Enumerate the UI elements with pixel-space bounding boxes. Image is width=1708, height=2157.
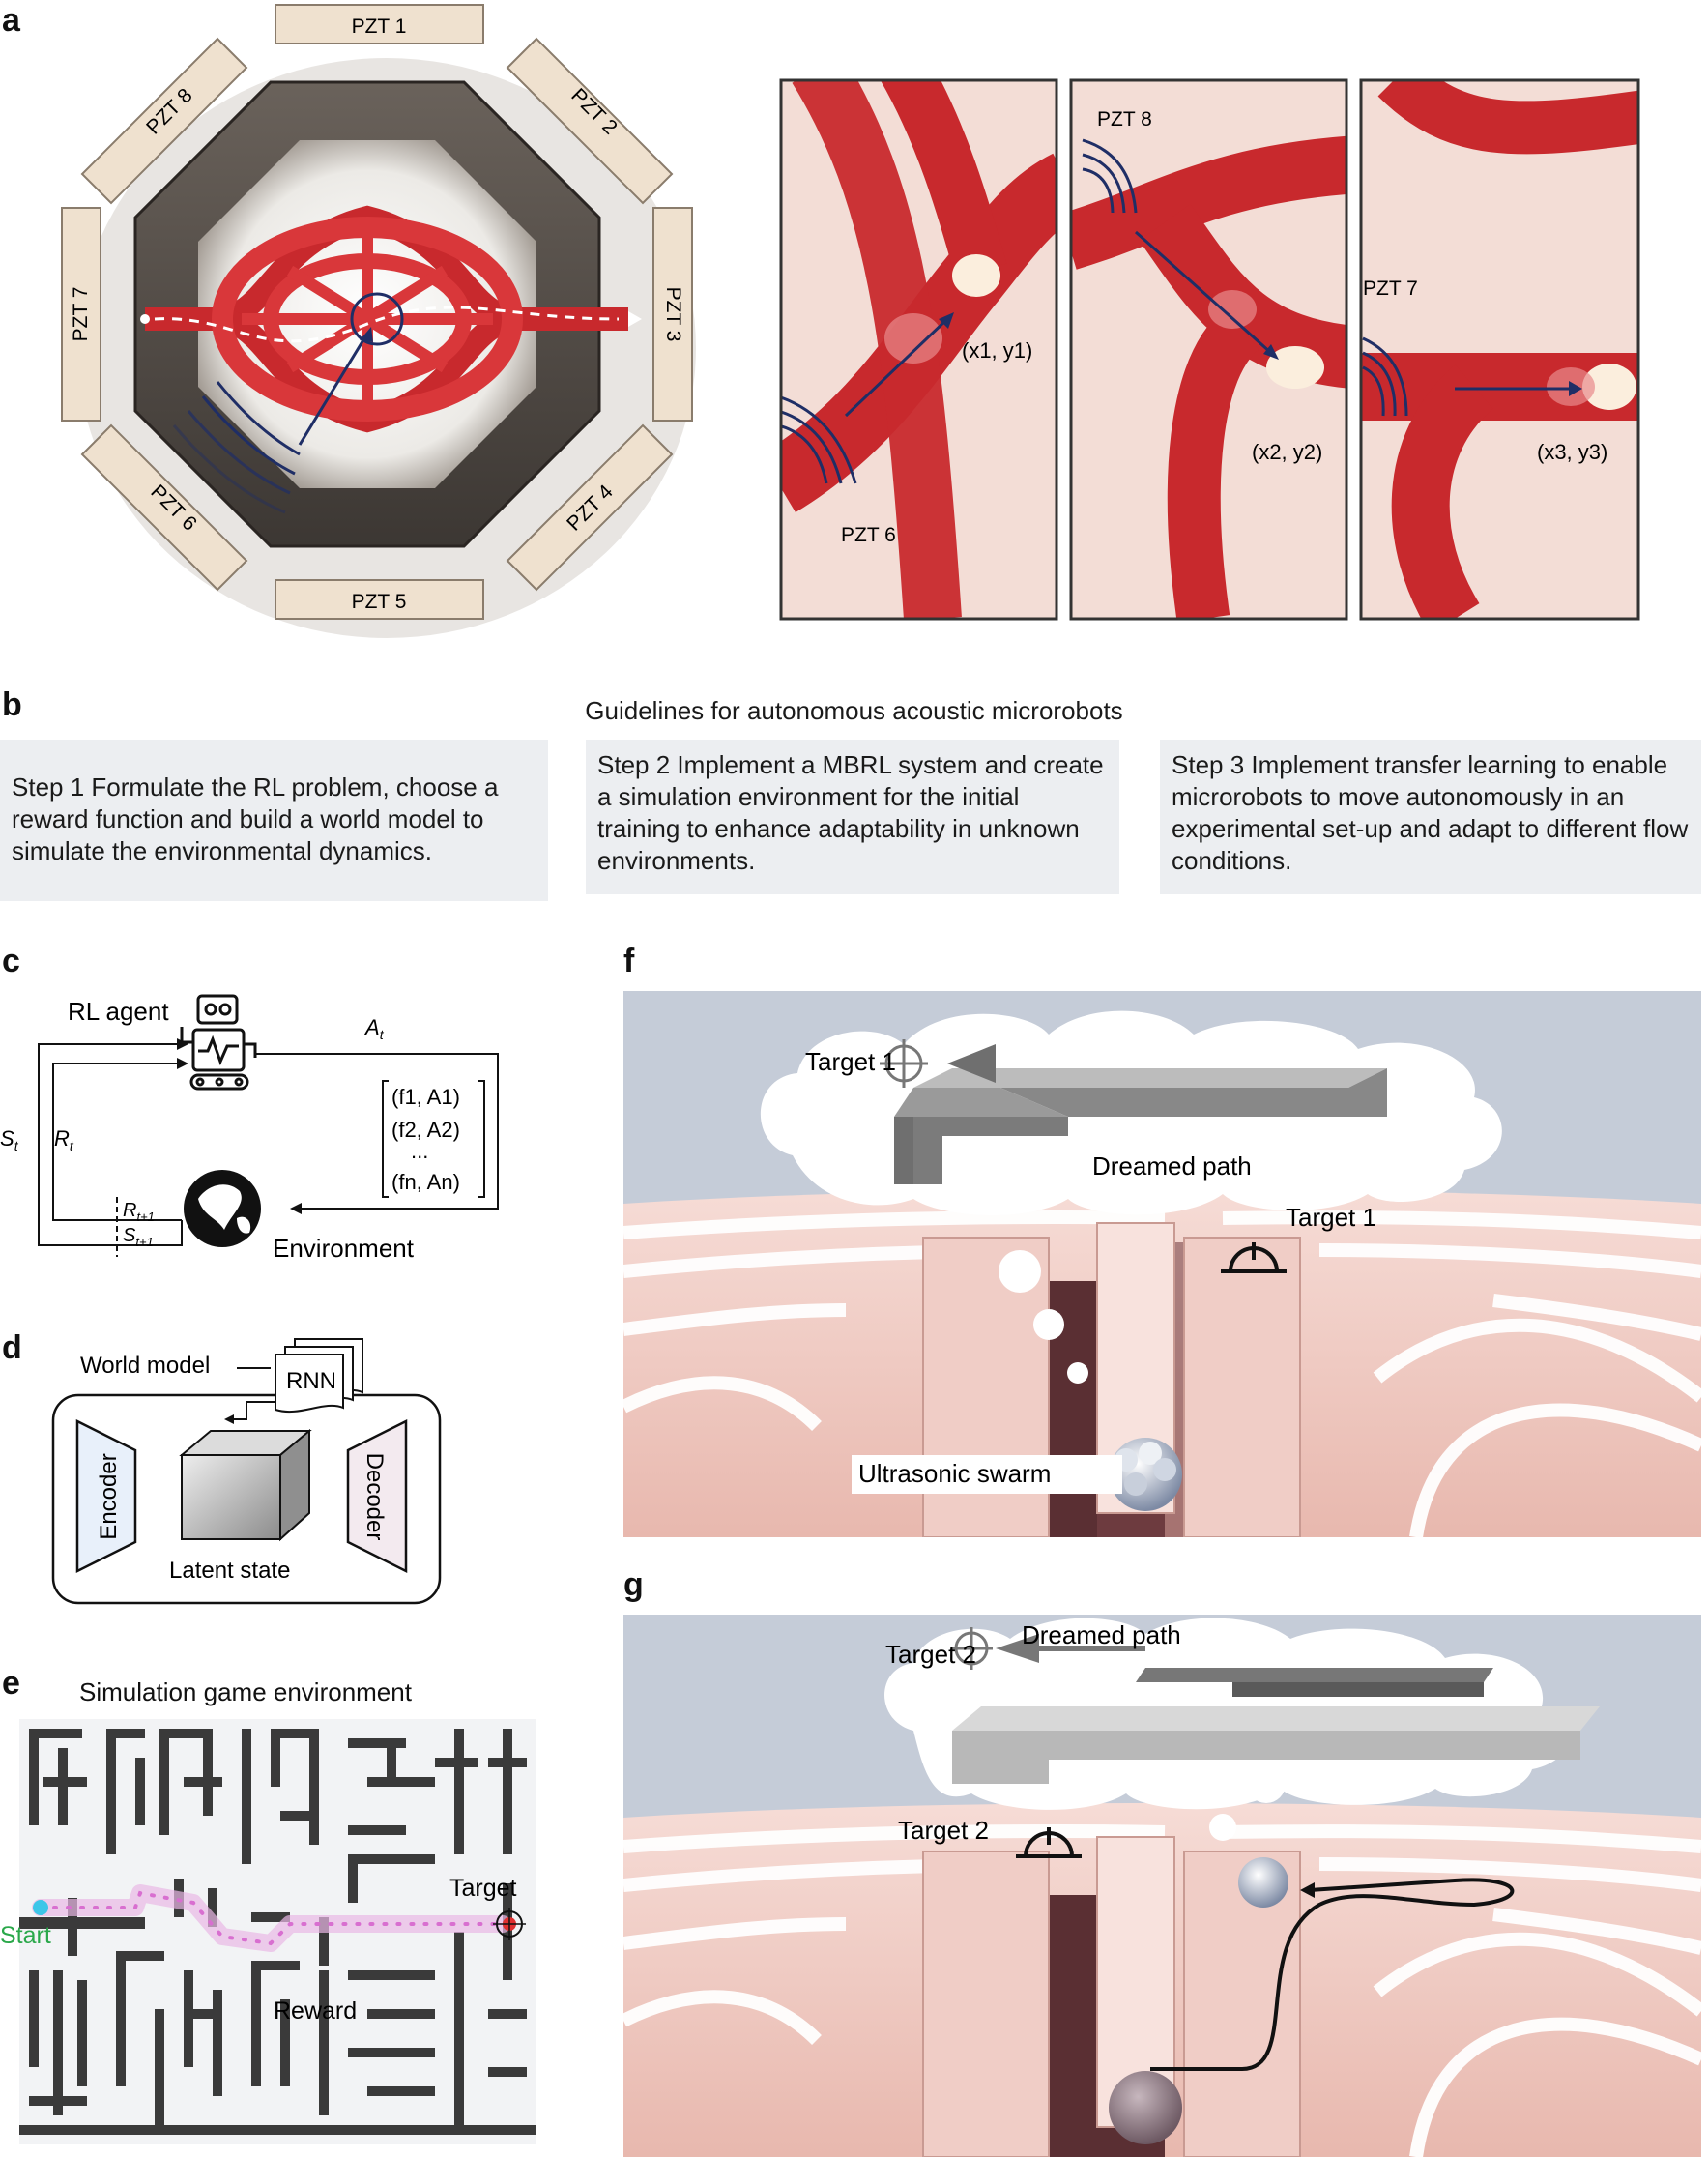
inset1-pzt-label: PZT 6 <box>841 524 896 546</box>
robot-icon <box>180 994 257 1091</box>
target-icon <box>493 1908 526 1940</box>
inset-3 <box>1361 80 1638 619</box>
environment-label: Environment <box>273 1234 415 1263</box>
panel-label-a: a <box>2 2 20 39</box>
panel-e-maze-game: Start Target Reward <box>0 1719 536 2144</box>
start-dot <box>33 1900 48 1915</box>
panel-label-d: d <box>2 1329 22 1366</box>
next-reward-label: Rt+1 <box>123 1200 155 1224</box>
dreamed-path-label-g: Dreamed path <box>1022 1620 1181 1649</box>
reward-label-e: Reward <box>274 1997 357 2025</box>
pzt7-label: PZT 7 <box>70 287 92 342</box>
maze-target-label: Target 1 <box>1286 1203 1376 1232</box>
pzt1-label: PZT 1 <box>352 15 407 38</box>
maze-target-label-g: Target 2 <box>898 1816 989 1845</box>
pzt5-label: PZT 5 <box>352 591 407 613</box>
acoustic-wave-icon <box>172 381 301 514</box>
decoder-block <box>346 1418 408 1574</box>
panel-c-rl-loop: RL agent At (f1, A1) (f2, A2) ... (fn, A… <box>0 994 499 1263</box>
target-crosshair-icon-g <box>950 1627 993 1670</box>
latent-state-label: Latent state <box>169 1558 290 1584</box>
swarm-at-target <box>1238 1857 1288 1908</box>
inset-2 <box>1071 80 1346 619</box>
panel-label-g: g <box>623 1566 644 1603</box>
step-3-box: Step 3 Implement transfer learning to en… <box>1160 740 1701 894</box>
cloud-target-label: Target 1 <box>805 1047 896 1076</box>
dreamed-path-label: Dreamed path <box>1092 1151 1252 1181</box>
globe-icon <box>184 1170 261 1247</box>
rl-agent-label: RL agent <box>68 997 169 1026</box>
reward-label: Rt <box>54 1126 74 1153</box>
maze-walls-3d-g <box>623 1823 1706 2157</box>
decoder-label: Decoder <box>362 1453 388 1541</box>
maze-target-icon <box>1221 1242 1287 1273</box>
target-label: Target <box>449 1875 517 1902</box>
previous-swarm <box>1109 2071 1182 2144</box>
coord3-label: (x3, y3) <box>1537 440 1607 464</box>
encoder-block <box>75 1418 137 1574</box>
world-model-label: World model <box>80 1353 210 1379</box>
blood-vessel-network <box>140 205 642 433</box>
panel-label-e: e <box>2 1665 20 1702</box>
panel-f-maze-scene: Target 1 Dreamed path Target 1 Ultrasoni… <box>623 991 1706 1537</box>
actual-path <box>1150 1878 1515 2071</box>
step-2-box: Step 2 Implement a MBRL system and creat… <box>586 740 1119 894</box>
panel-g-maze-scene: Dreamed path Target 2 Target 2 <box>623 1615 1706 2157</box>
panel-a-octagon-diagram: PZT 1 PZT 5 PZT 7 PZT 3 PZT 8 PZT 2 PZT … <box>61 4 696 638</box>
swarm-label: Ultrasonic swarm <box>858 1459 1051 1488</box>
panel-a-insets: PZT 6 (x1, y1) PZT 8 (x2, y2) PZT 7 (x3,… <box>779 78 1640 621</box>
maze-walls <box>19 1729 536 2135</box>
panel-label-c: c <box>2 943 20 979</box>
svg-text:RNN: RNN <box>286 1368 336 1394</box>
step-1-box: Step 1 Formulate the RL problem, choose … <box>0 740 548 901</box>
svg-text:(f1, A1): (f1, A1) <box>391 1085 460 1109</box>
next-state-label: St+1 <box>123 1225 154 1249</box>
svg-text:...: ... <box>411 1139 428 1163</box>
encoder-label: Encoder <box>96 1453 122 1539</box>
simulation-title: Simulation game environment <box>79 1677 412 1706</box>
inset2-pzt-label: PZT 8 <box>1097 108 1152 131</box>
svg-text:(fn, An): (fn, An) <box>391 1170 460 1194</box>
svg-text:(f2, A2): (f2, A2) <box>391 1118 460 1142</box>
maze-target-icon-g <box>1016 1827 1082 1858</box>
guidelines-title: Guidelines for autonomous acoustic micro… <box>585 696 1123 725</box>
dreamed-path-bar-g <box>952 1668 1600 1784</box>
state-label: St <box>0 1126 19 1153</box>
target-crosshair-icon <box>880 1039 928 1088</box>
action-label: At <box>363 1015 385 1042</box>
rnn-block: RNN <box>275 1338 363 1414</box>
panel-label-f: f <box>623 943 635 979</box>
inset-1 <box>781 80 1057 619</box>
pzt3-label: PZT 3 <box>662 287 684 342</box>
latent-state-cube <box>179 1428 312 1542</box>
start-label: Start <box>0 1922 51 1949</box>
cloud-target-label-g: Target 2 <box>885 1640 976 1669</box>
panel-d-world-model: World model RNN Encoder Decoder Latent s… <box>51 1338 442 1605</box>
inset3-pzt-label: PZT 7 <box>1363 277 1418 300</box>
panel-label-b: b <box>2 686 22 723</box>
dreamed-path-bar <box>894 1068 1387 1184</box>
coord1-label: (x1, y1) <box>962 338 1032 363</box>
coord2-label: (x2, y2) <box>1252 440 1322 464</box>
action-matrix: (f1, A1) (f2, A2) ... (fn, An) <box>382 1080 485 1198</box>
